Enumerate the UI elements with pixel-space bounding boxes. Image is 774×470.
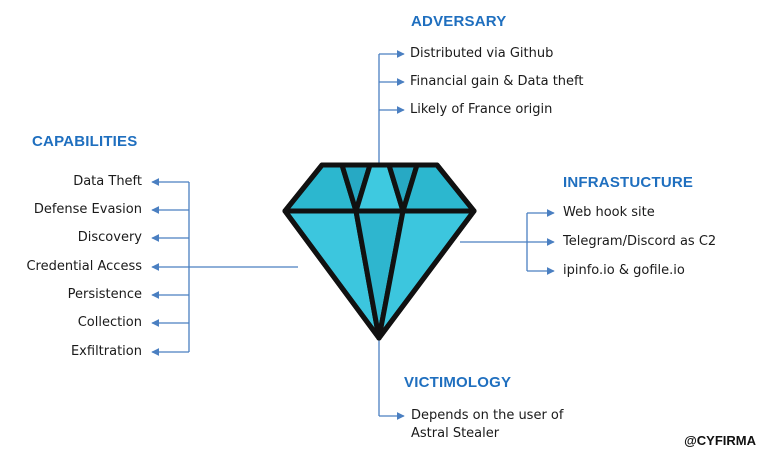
victimology-item: Astral Stealer [411, 426, 500, 441]
adversary-item: Distributed via Github [410, 46, 554, 61]
infrastructure-item: Telegram/Discord as C2 [563, 234, 717, 249]
victimology-heading: VICTIMOLOGY [404, 374, 512, 391]
brand-watermark: @CYFIRMA [684, 433, 756, 448]
capabilities-heading: CAPABILITIES [32, 133, 138, 150]
adversary-item: Financial gain & Data theft [410, 74, 584, 89]
capability-item: Credential Access [26, 259, 142, 274]
capability-item: Defense Evasion [33, 202, 142, 217]
capability-item: Discovery [77, 230, 142, 245]
capability-item: Exfiltration [70, 344, 142, 359]
victimology-item: Depends on the user of [411, 408, 564, 423]
infrastructure-item: ipinfo.io & gofile.io [563, 263, 685, 278]
infrastructure-item: Web hook site [563, 205, 655, 220]
capability-item: Data Theft [73, 174, 142, 189]
infrastructure-heading: INFRASTUCTURE [563, 174, 694, 191]
capability-item: Persistence [67, 287, 142, 302]
adversary-item: Likely of France origin [410, 102, 553, 117]
adversary-heading: ADVERSARY [411, 13, 507, 30]
capability-item: Collection [77, 315, 142, 330]
